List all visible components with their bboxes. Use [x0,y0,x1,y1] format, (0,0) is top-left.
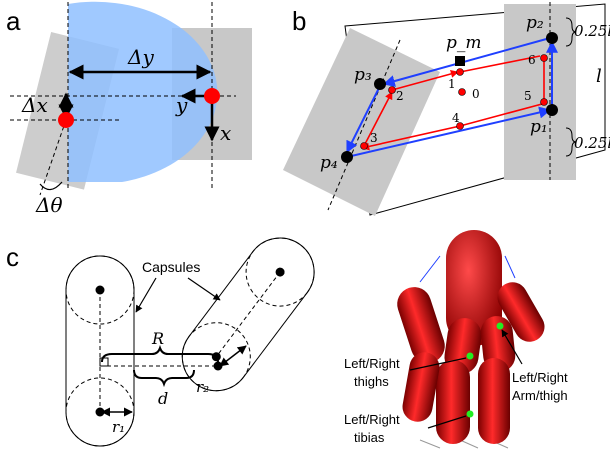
current-point [58,112,74,128]
corner-p2 [546,32,558,44]
robot-right-arm [497,282,545,342]
quarter-top-label: 0.25l [574,22,610,40]
waypoint-0 [458,88,466,96]
d-label: d [158,389,168,408]
corner-p1 [546,104,558,116]
waypoint-5 [540,98,548,106]
waypoint-1 [456,68,464,76]
corner-p4 [341,151,353,163]
panel-a: a Δy Δx y x Δθ [6,1,252,217]
R-brace [101,344,219,363]
armthigh-label-1: Left/Right [512,370,568,385]
red-path-3-2 [363,91,393,147]
n4-label: 4 [452,111,460,125]
brace-top [565,17,577,47]
panel-label-b: b [292,6,306,36]
pointer-armthigh [501,329,523,365]
target-point [204,88,220,104]
right-face [504,4,576,180]
blue-sector [68,1,218,183]
delta-x-label: Δx [21,93,48,117]
capsule-tilted [181,237,315,392]
p3-label: p₃ [354,65,372,85]
brace-bottom [565,127,577,157]
tibias-label-1: Left/Right [344,412,400,427]
n0-label: 0 [472,87,480,101]
n2-label: 2 [396,89,404,103]
n3-label: 3 [370,131,378,145]
R-label: R [151,329,164,348]
robot-left-thigh [444,318,482,374]
robot-left-arm [397,287,445,363]
thighs-label-1: Left/Right [344,356,400,371]
panel-label-a: a [6,6,21,36]
r2-label: r₂ [196,378,209,396]
blue-path-p2-p3 [382,37,551,87]
delta-y-label: Δy [127,45,154,69]
capsule-vertical [65,255,135,447]
panel-b: b 0.25l 0.25l l [283,2,610,216]
pointer-thighs [409,357,467,371]
n1-label: 1 [448,77,456,91]
length-label: l [596,66,602,87]
n5-label: 5 [524,89,532,103]
blue-path-p3-p4 [346,85,381,154]
robot-right-tibia [478,358,510,444]
red-path-2-1 [391,70,459,91]
armthigh-label-2: Arm/thigh [512,388,568,403]
waypoint-4 [456,122,464,130]
pm-label: p_m [446,33,482,53]
dash-left-axis [327,39,401,211]
p1-label: p₁ [530,117,548,137]
thighs-label-2: thighs [354,374,389,389]
waypoint-3 [360,142,368,150]
r2-arrow [219,345,247,367]
robot-left-tibia [436,360,470,444]
y-axis-label: y [175,93,188,117]
panel-c: c R [6,237,315,447]
capsules-pointer-right [187,277,221,301]
tibias-label-2: tibias [354,430,385,445]
r1-label: r₁ [112,418,125,436]
green-marker-armthigh [496,322,504,330]
corner-p3 [374,78,386,90]
delta-theta-label: Δθ [35,193,62,217]
dash-tilted-axis [39,119,67,196]
robot-torso [446,230,502,346]
blue-path-p4-p1 [346,106,552,158]
red-path-1-6 [459,55,541,73]
green-marker-tibia [466,410,474,418]
panel-label-c: c [6,242,19,272]
n6-label: 6 [528,53,536,67]
pointer-tibias [427,415,467,429]
midpoint-pm [455,56,465,66]
robot-left-forearm [402,352,440,422]
waypoint-6 [540,54,548,62]
quarter-bottom-label: 0.25l [574,134,610,152]
d-brace [133,369,195,388]
delta-theta-brace [39,181,63,191]
x-axis-label: x [220,121,231,145]
capsules-label: Capsules [142,259,200,275]
robot-illustration: Left/Right thighs Left/Right tibias Left… [344,230,568,449]
capsules-pointer-left [135,277,157,313]
waypoint-2 [388,86,396,94]
p2-label: p₂ [526,13,544,33]
green-marker-thigh [466,352,474,360]
p4-label: p₄ [320,153,338,173]
